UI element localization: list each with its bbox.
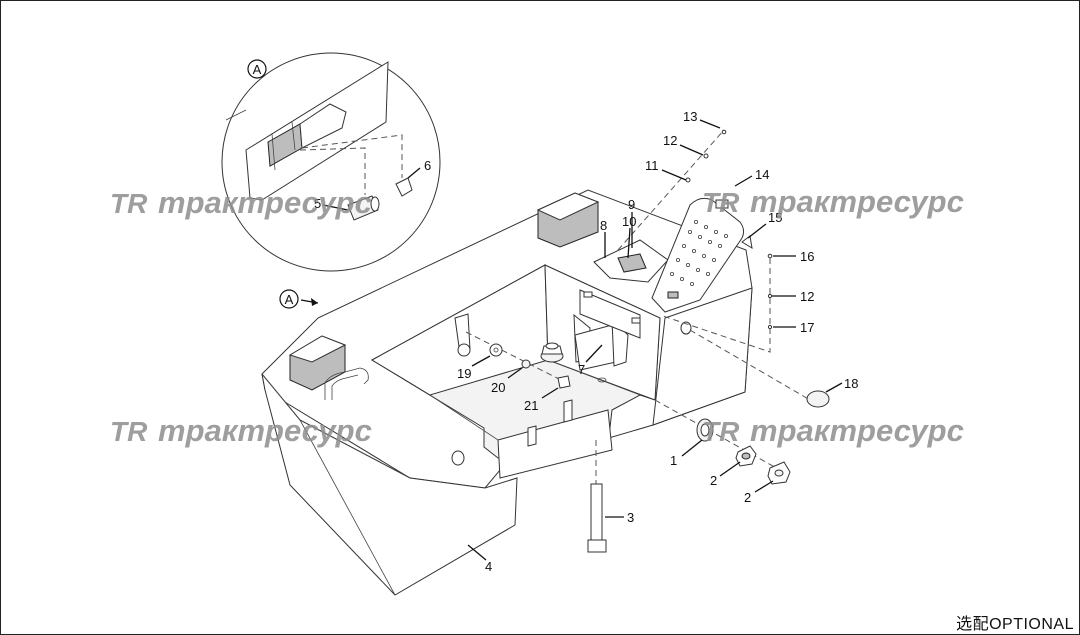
watermark-2: TR трактресурс <box>702 184 964 219</box>
callout-10: 10 <box>622 214 636 229</box>
detail-label-a: A <box>247 59 267 79</box>
callout-1: 1 <box>670 453 677 468</box>
svg-text:TR: TR <box>702 416 740 447</box>
bolt-assembly <box>587 399 791 553</box>
callout-19: 19 <box>457 366 471 381</box>
cover-plate-assembly <box>593 129 753 313</box>
callout-7: 7 <box>578 362 585 377</box>
svg-text:TR: TR <box>110 188 148 219</box>
svg-text:трактресурс: трактресурс <box>750 413 964 448</box>
detail-label-text: A <box>253 62 262 77</box>
callout-18: 18 <box>844 376 858 391</box>
callout-9: 9 <box>628 197 635 212</box>
callout-4: 4 <box>485 559 492 574</box>
callout-5: 5 <box>314 196 321 211</box>
callout-12b: 12 <box>800 289 814 304</box>
callout-15: 15 <box>768 210 782 225</box>
svg-text:TR: TR <box>110 416 148 447</box>
callout-16: 16 <box>800 249 814 264</box>
callout-6: 6 <box>424 158 431 173</box>
watermark-3: TR трактресурс <box>110 413 372 448</box>
callout-2b: 2 <box>744 490 751 505</box>
callouts: 1 2 2 3 4 5 6 7 8 9 10 11 12 <box>314 109 858 574</box>
svg-text:трактресурс: трактресурс <box>158 185 372 220</box>
callout-21: 21 <box>524 398 538 413</box>
small-hardware <box>465 331 571 389</box>
svg-text:трактресурс: трактресурс <box>750 184 964 219</box>
callout-3: 3 <box>627 510 634 525</box>
optional-label: 选配OPTIONAL <box>956 616 1074 633</box>
svg-text:TR: TR <box>702 187 740 218</box>
view-marker-a: A <box>279 289 319 309</box>
callout-17: 17 <box>800 320 814 335</box>
callout-2a: 2 <box>710 473 717 488</box>
callout-11: 11 <box>645 158 659 173</box>
callout-13: 13 <box>683 109 697 124</box>
svg-text:трактресурс: трактресурс <box>158 413 372 448</box>
callout-8: 8 <box>600 218 607 233</box>
plug-18 <box>806 390 830 408</box>
view-label-a: A <box>285 292 294 307</box>
detail-view-a <box>221 52 441 272</box>
side-hole <box>451 450 465 466</box>
callout-20: 20 <box>491 380 505 395</box>
watermark-4: TR трактресурс <box>702 413 964 448</box>
callout-12a: 12 <box>663 133 677 148</box>
callout-14: 14 <box>755 167 769 182</box>
fastener-stack-right <box>659 253 811 401</box>
side-hole-right <box>680 321 692 335</box>
watermark-1: TR трактресурс <box>110 185 372 220</box>
